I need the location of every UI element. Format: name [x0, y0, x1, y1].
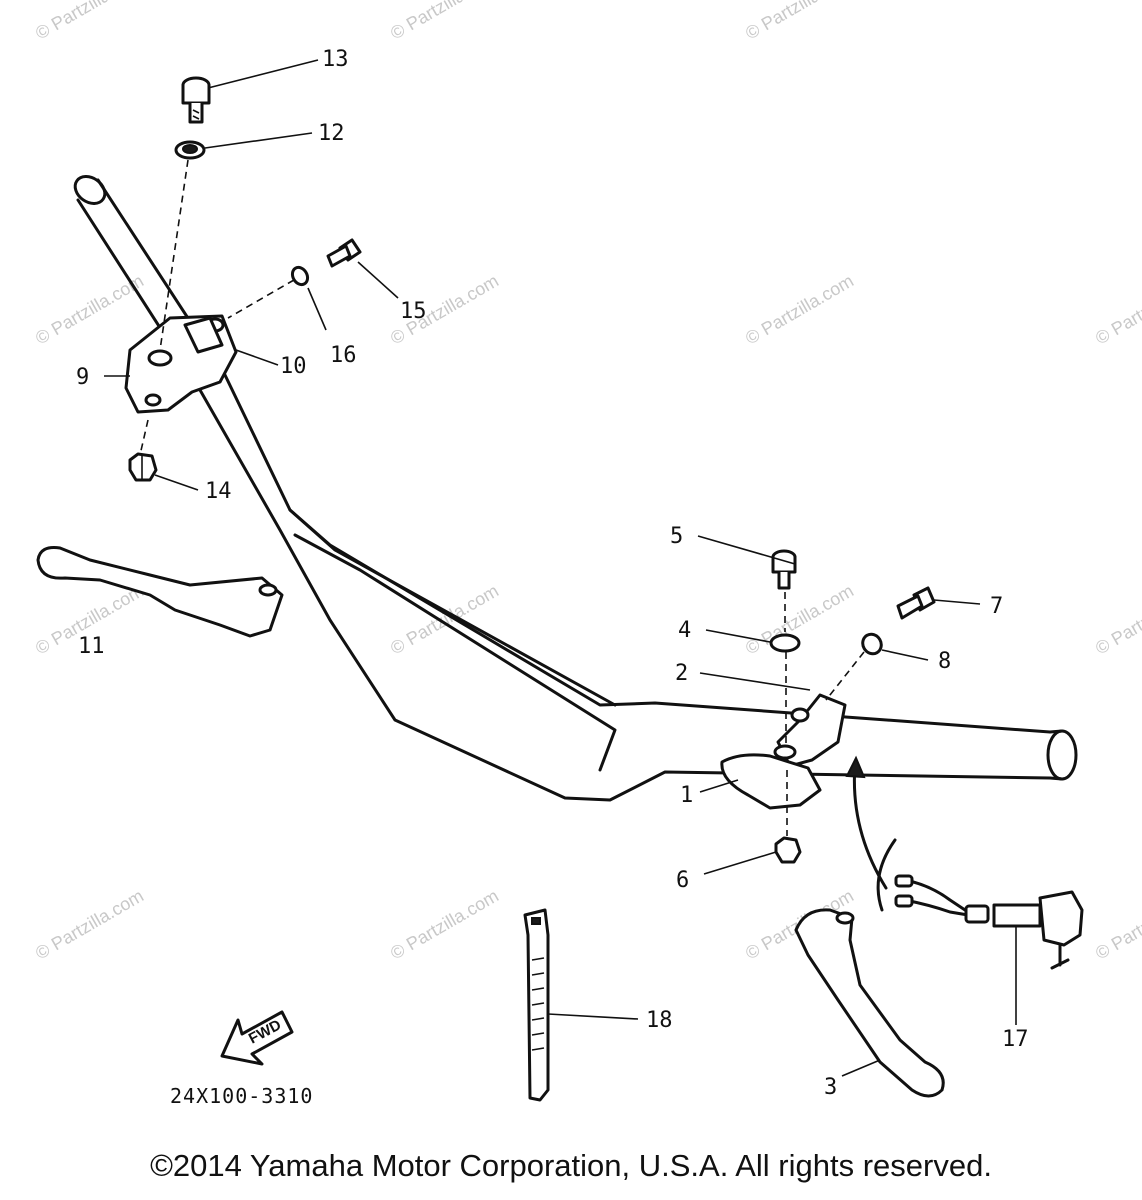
callout-15: 15 — [400, 299, 427, 324]
callout-16: 16 — [330, 343, 357, 368]
callout-12: 12 — [318, 121, 345, 146]
washer-8 — [861, 632, 883, 656]
watermark: © Partzilla.com — [1092, 885, 1142, 963]
callout-8: 8 — [938, 649, 951, 674]
nut-14 — [128, 452, 158, 482]
callout-17: 17 — [1002, 1027, 1029, 1052]
washer-16 — [290, 265, 310, 287]
washer-4 — [769, 633, 801, 653]
lever-11 — [36, 546, 284, 638]
watermark: © Partzilla.com — [387, 0, 502, 43]
copyright-notice: ©2014 Yamaha Motor Corporation, U.S.A. A… — [150, 1148, 992, 1183]
callout-5: 5 — [670, 524, 683, 549]
leader-lines — [104, 59, 1017, 1077]
callout-4: 4 — [678, 618, 691, 643]
callout-13: 13 — [322, 47, 349, 72]
forward-direction-arrow: FWD — [220, 1010, 294, 1066]
callout-1: 1 — [680, 783, 693, 808]
callout-3: 3 — [824, 1075, 837, 1100]
callout-10: 10 — [280, 354, 307, 379]
diagram-part-number: 24X100-3310 — [170, 1084, 313, 1108]
callout-11: 11 — [78, 634, 105, 659]
watermark: © Partzilla.com — [387, 885, 502, 963]
callout-7: 7 — [990, 594, 1003, 619]
callout-18: 18 — [646, 1008, 673, 1033]
watermark: © Partzilla.com — [742, 580, 857, 658]
callout-6: 6 — [676, 868, 689, 893]
switch-17 — [876, 838, 1084, 970]
bolt-15 — [326, 238, 362, 268]
callout-9: 9 — [76, 365, 89, 390]
bolt-7 — [896, 586, 936, 620]
upper-holder-left — [124, 314, 238, 414]
lever-3 — [794, 908, 945, 1098]
bolt-5 — [771, 549, 797, 590]
cable-tie-18 — [523, 908, 550, 1102]
callouts: 1 2 3 4 5 6 7 8 9 10 11 12 13 14 15 16 1… — [76, 47, 1029, 1100]
lower-holder-right — [720, 693, 847, 810]
washer-12 — [174, 140, 206, 160]
nut-6 — [774, 836, 802, 864]
watermark: © Partzilla.com — [32, 0, 147, 43]
callout-14: 14 — [205, 479, 232, 504]
watermark: © Partzilla.com — [742, 270, 857, 348]
callout-2: 2 — [675, 661, 688, 686]
watermark: © Partzilla.com — [32, 885, 147, 963]
watermark: © Partzilla.com — [742, 0, 857, 43]
bolt-13 — [181, 76, 211, 124]
watermark: © Partzilla.com — [1092, 580, 1142, 658]
watermark: © Partzilla.com — [1092, 270, 1142, 348]
